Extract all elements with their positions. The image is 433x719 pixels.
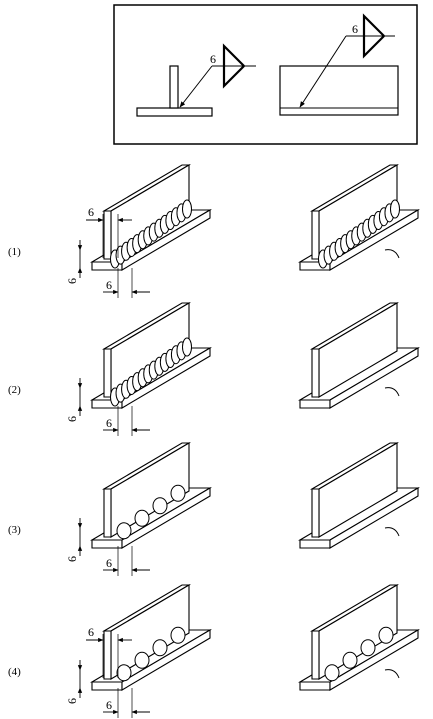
base-plate-side-edge <box>329 487 419 549</box>
weld-bead <box>342 651 358 669</box>
weld-bead <box>116 522 132 540</box>
right-weld-symbol: 6 <box>299 13 395 108</box>
weld-bead <box>170 626 186 644</box>
weld-bead <box>182 337 192 357</box>
side-view-plate <box>279 65 399 116</box>
base-plate-front-edge <box>299 399 331 409</box>
web-plate-front-face <box>103 210 112 260</box>
t-joint-end-view <box>136 65 213 117</box>
end-fillet-edge <box>384 669 400 679</box>
weld-bead <box>378 626 394 644</box>
web-plate-front-face <box>103 630 112 680</box>
right-fillet-symbol <box>362 13 385 37</box>
option-right-sketch <box>297 584 421 691</box>
dimension-marks: 6 6 6 <box>65 205 150 298</box>
base-plate-front-edge <box>299 539 331 549</box>
web-plate-front-face <box>311 348 320 398</box>
weld-bead <box>152 497 168 515</box>
leg-dim-text: 6 <box>65 278 79 284</box>
weld-bead <box>182 199 192 219</box>
width-dim-text: 6 <box>106 556 112 570</box>
question-figure-box: 6 6 <box>113 4 418 145</box>
web-plate-front-face <box>311 210 320 260</box>
web-plate-front-face <box>103 488 112 538</box>
plate-side-view <box>279 65 399 116</box>
base-plate-side-edge <box>121 209 211 271</box>
option-left-sketch: 6 6 6 <box>65 164 213 298</box>
top-dim-text: 6 <box>88 625 94 639</box>
right-symbol-size: 6 <box>352 22 358 36</box>
t-joint-web-plate <box>169 65 179 109</box>
end-fillet-edge <box>384 527 400 537</box>
width-dim-text: 6 <box>106 698 112 712</box>
end-fillet-edge <box>384 249 400 259</box>
left-fillet-symbol <box>222 43 245 67</box>
weld-bead <box>134 651 150 669</box>
option-right-sketch <box>297 442 421 549</box>
base-plate-side-edge <box>329 347 419 409</box>
web-plate-front-face <box>103 348 112 398</box>
left-arrow-line <box>179 65 213 108</box>
dimension-marks: 6 6 6 <box>65 625 150 718</box>
base-plate-front-edge <box>91 681 123 691</box>
weld-bead <box>170 484 186 502</box>
option-label: (3) <box>8 524 21 536</box>
weld-bead <box>390 199 400 219</box>
web-plate-front-face <box>311 630 320 680</box>
option-right-sketch <box>297 164 421 271</box>
option-1: (1) 6 6 6 <box>8 164 421 298</box>
weld-bead <box>324 664 340 682</box>
right-arrow-line <box>299 35 347 108</box>
web-plate-front-face <box>311 488 320 538</box>
width-dim-text: 6 <box>106 278 112 292</box>
weld-bead <box>360 639 376 657</box>
option-label: (1) <box>8 246 21 258</box>
base-plate-front-edge <box>299 681 331 691</box>
weld-bead <box>152 639 168 657</box>
weld-bead <box>116 664 132 682</box>
option-4: (4) 6 6 6 <box>8 584 421 718</box>
end-fillet-edge <box>384 387 400 397</box>
option-left-sketch: 6 6 6 <box>65 584 213 718</box>
figure-frame <box>113 4 418 145</box>
base-plate-side-edge <box>121 347 211 409</box>
leg-dim-text: 6 <box>65 416 79 422</box>
option-label: (2) <box>8 384 21 396</box>
base-plate-front-edge <box>91 539 123 549</box>
weld-bead <box>134 509 150 527</box>
top-dim-text: 6 <box>88 205 94 219</box>
base-plate-side-edge <box>329 629 419 691</box>
option-right-sketch <box>297 302 421 409</box>
base-plate-side-edge <box>121 629 211 691</box>
leg-dim-text: 6 <box>65 556 79 562</box>
left-weld-symbol: 6 <box>179 43 256 108</box>
left-symbol-size: 6 <box>210 52 216 66</box>
base-plate-side-edge <box>121 487 211 549</box>
t-joint-base-plate <box>136 107 213 117</box>
width-dim-text: 6 <box>106 416 112 430</box>
base-plate-side-edge <box>329 209 419 271</box>
option-label: (4) <box>8 666 21 678</box>
leg-dim-text: 6 <box>65 698 79 704</box>
